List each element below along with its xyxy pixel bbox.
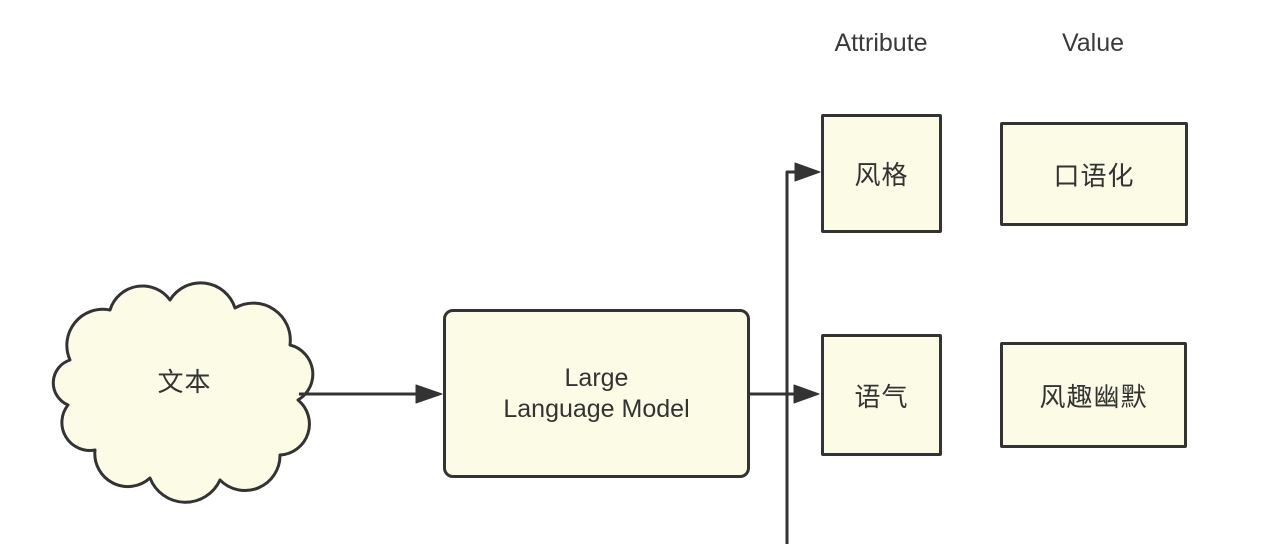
cloud-shape <box>51 281 315 504</box>
value-node-colloquial: 口语化 <box>1000 122 1188 226</box>
edge-branch-trunk <box>785 170 799 544</box>
attribute-node-style: 风格 <box>821 114 942 233</box>
attribute-node-tone: 语气 <box>821 334 942 456</box>
arrowhead-attr1 <box>794 162 821 182</box>
arrowhead-attr2 <box>793 384 820 404</box>
arrowhead-model <box>415 384 443 404</box>
value-node-humorous-label: 风趣幽默 <box>1039 381 1148 412</box>
input-cloud-label: 文本 <box>157 366 212 397</box>
attribute-node-tone-label: 语气 <box>854 381 909 412</box>
value-node-colloquial-label: 口语化 <box>1053 160 1135 191</box>
attribute-node-style-label: 风格 <box>854 160 909 190</box>
llm-node-label: Large Language Model <box>503 363 690 423</box>
llm-node: Large Language Model <box>443 309 750 478</box>
column-header-value: Value <box>1061 29 1125 57</box>
column-header-attribute: Attribute <box>834 29 928 57</box>
value-node-humorous: 风趣幽默 <box>1000 342 1187 448</box>
